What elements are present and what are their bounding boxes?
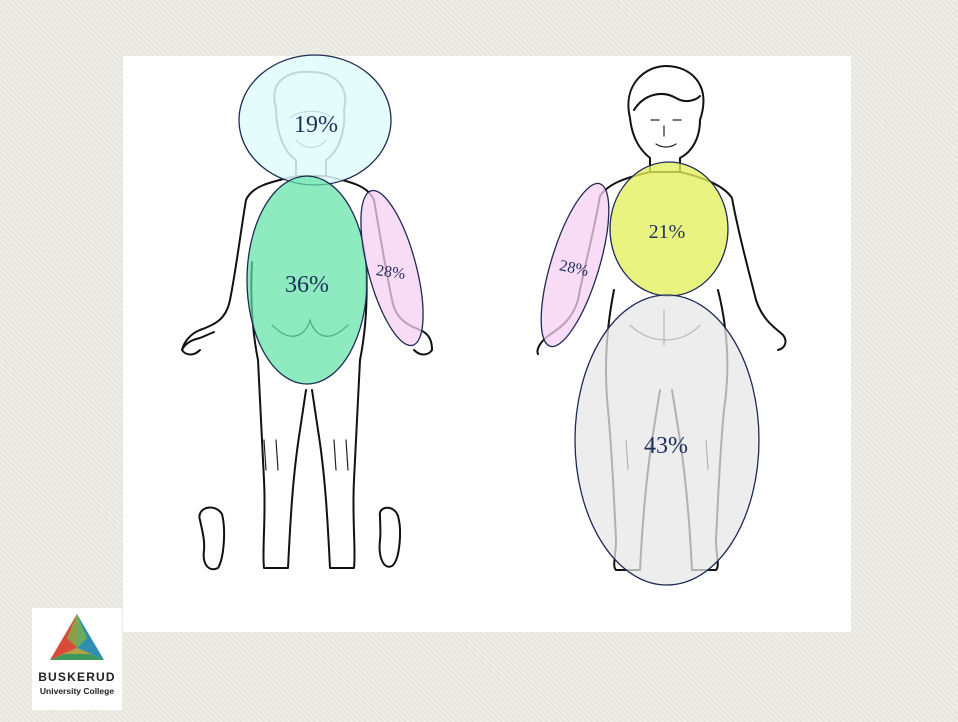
back-torso-percent: 36% [285,272,329,298]
logo-name: BUSKERUD [32,670,122,684]
buskerud-logo: BUSKERUD University College [32,608,122,710]
logo-subtitle: University College [32,686,122,696]
logo-emblem [32,608,122,670]
back-head-percent: 19% [294,112,338,138]
front-legs-percent: 43% [644,433,688,459]
front-chest-percent: 21% [649,221,686,243]
